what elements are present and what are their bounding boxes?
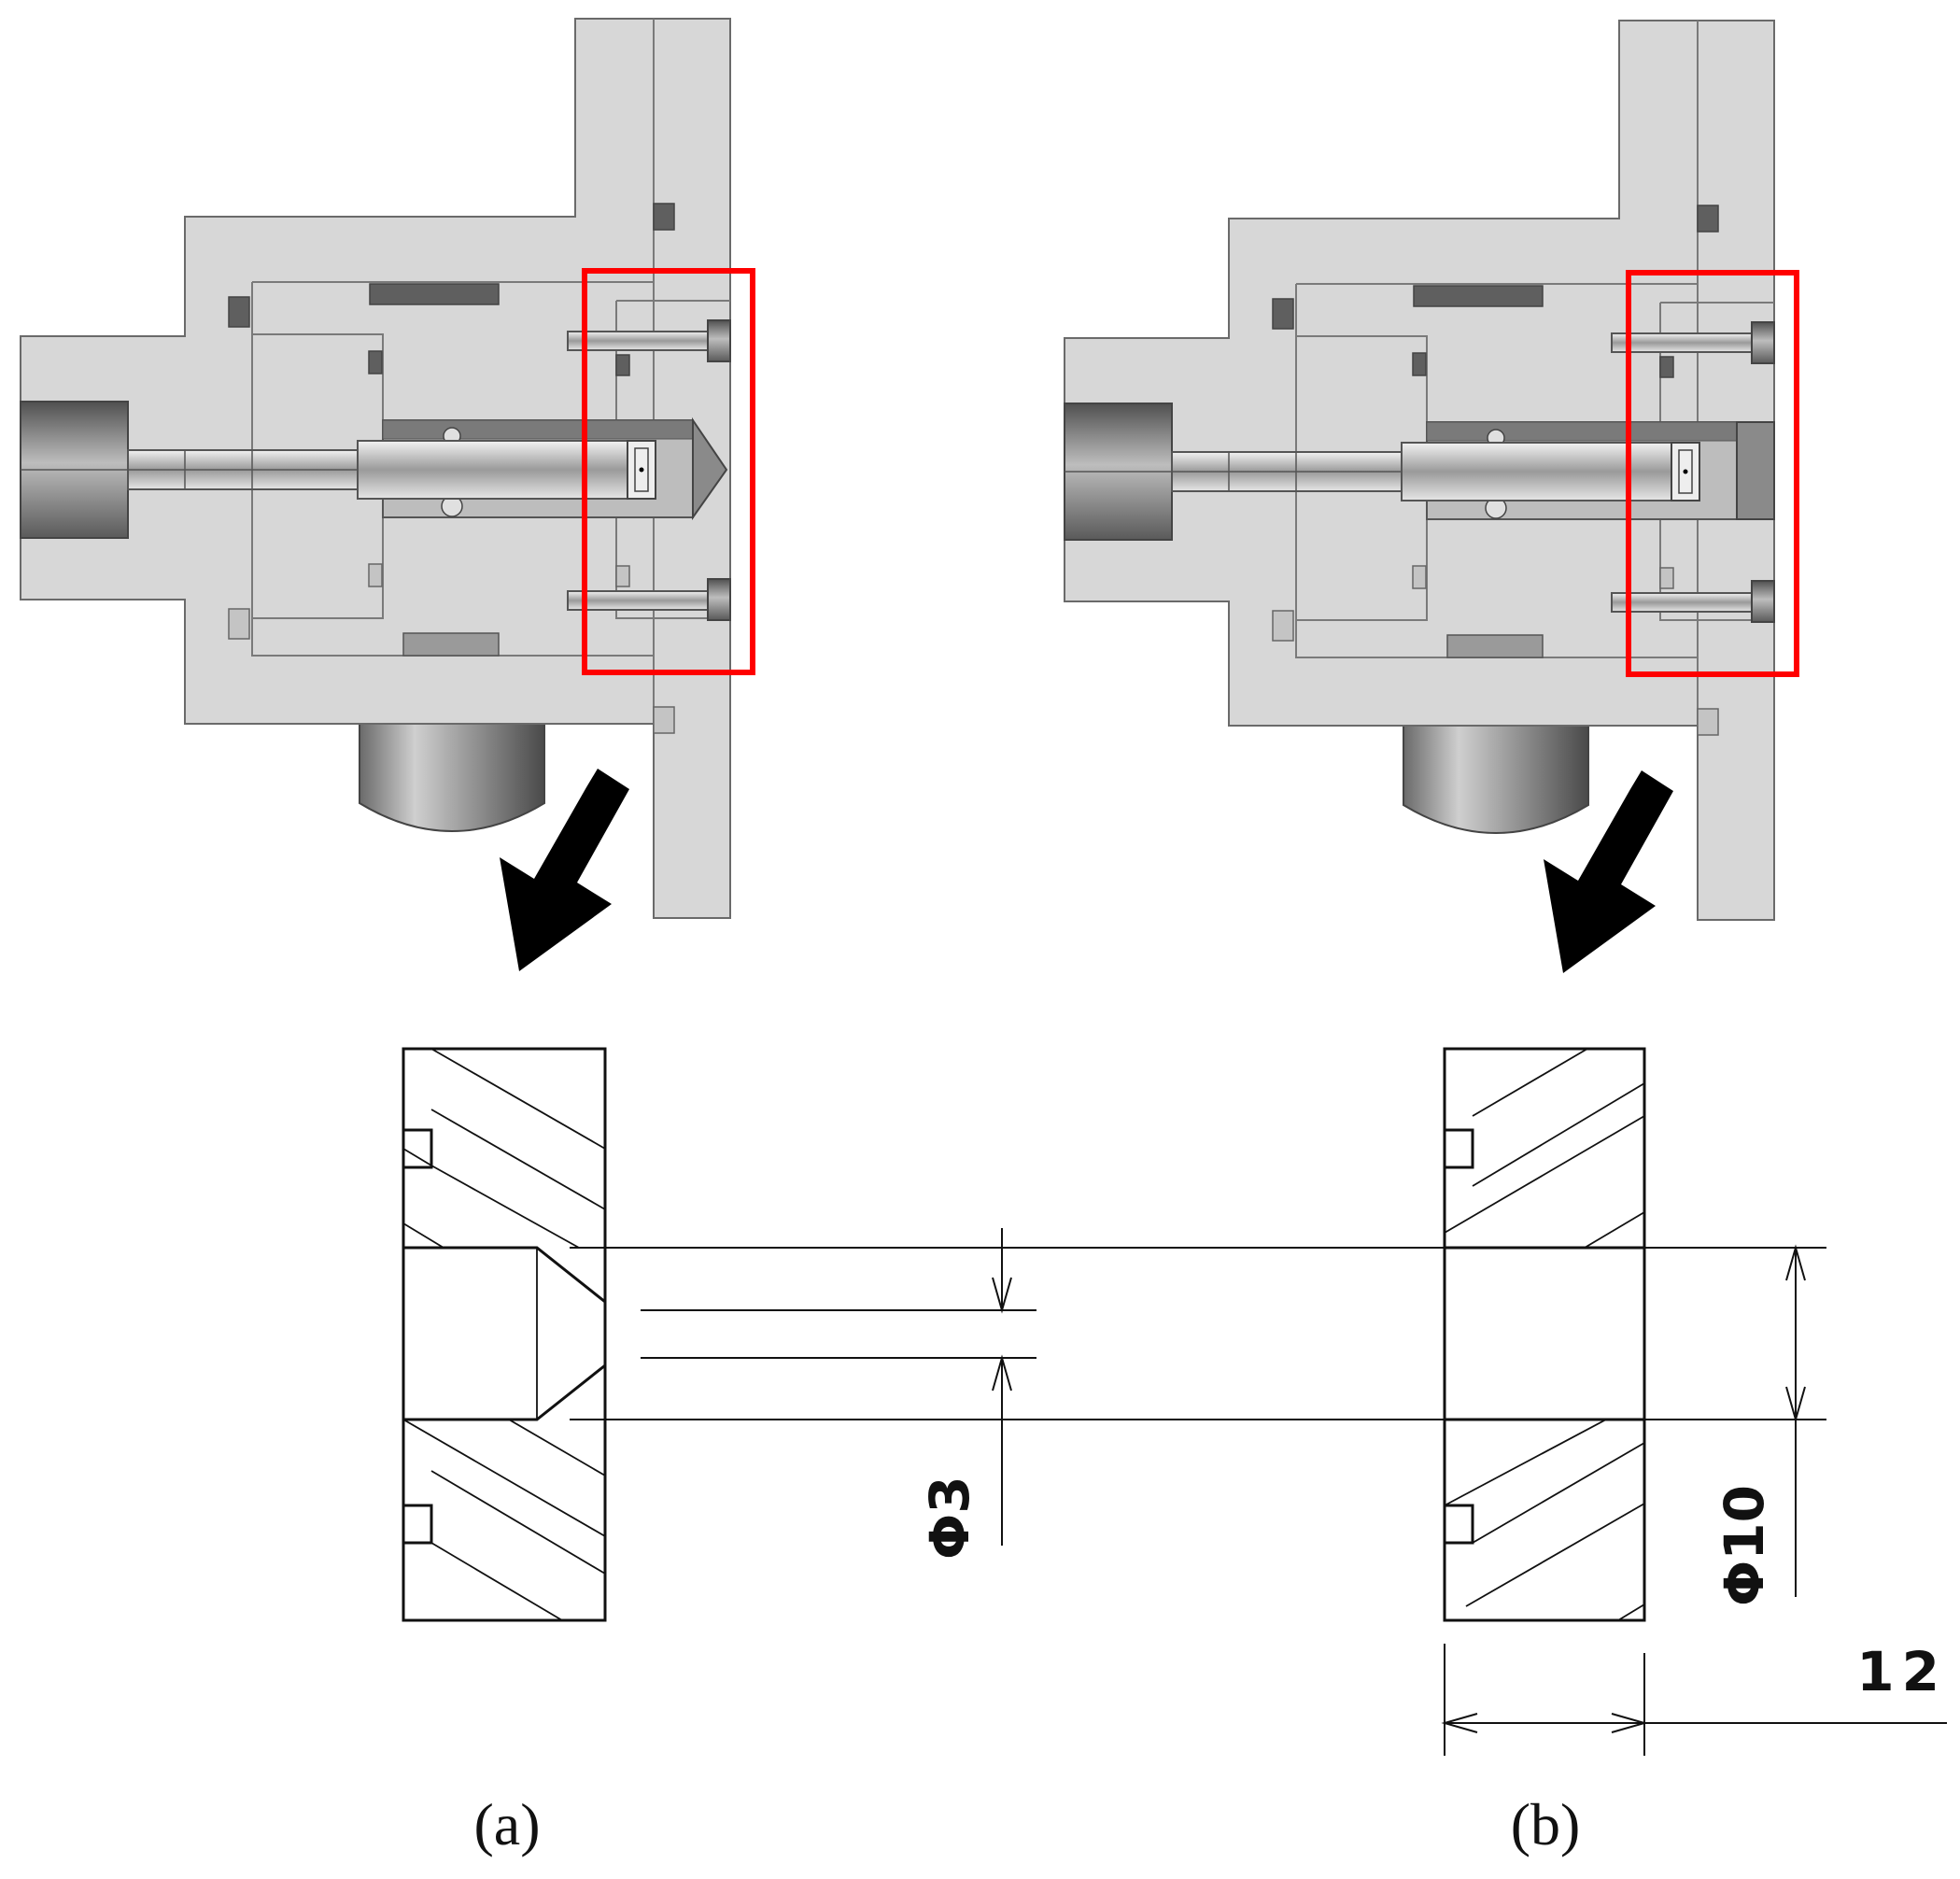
flat-tip (1736, 421, 1775, 520)
width-label-b: 12 (1856, 1640, 1947, 1703)
dimension-label-b: Φ10 (1713, 1485, 1776, 1606)
caption-a: (a) (473, 1791, 540, 1858)
zoom-arrow-a (500, 769, 629, 971)
dimension-label-a: Φ3 (918, 1476, 981, 1560)
caption-b: (b) (1511, 1791, 1581, 1858)
conical-tip (692, 417, 728, 521)
highlight-box-a (582, 268, 755, 675)
detail-b: Φ10 12 (b) (1441, 1047, 1947, 1858)
bore-extension-lines (570, 1247, 1826, 1420)
detail-a: Φ3 (a) (402, 1047, 1036, 1858)
assembly-a (20, 18, 755, 971)
zoom-arrow-b (1544, 770, 1673, 973)
assembly-b (1064, 20, 1799, 973)
highlight-box-b (1626, 270, 1799, 677)
